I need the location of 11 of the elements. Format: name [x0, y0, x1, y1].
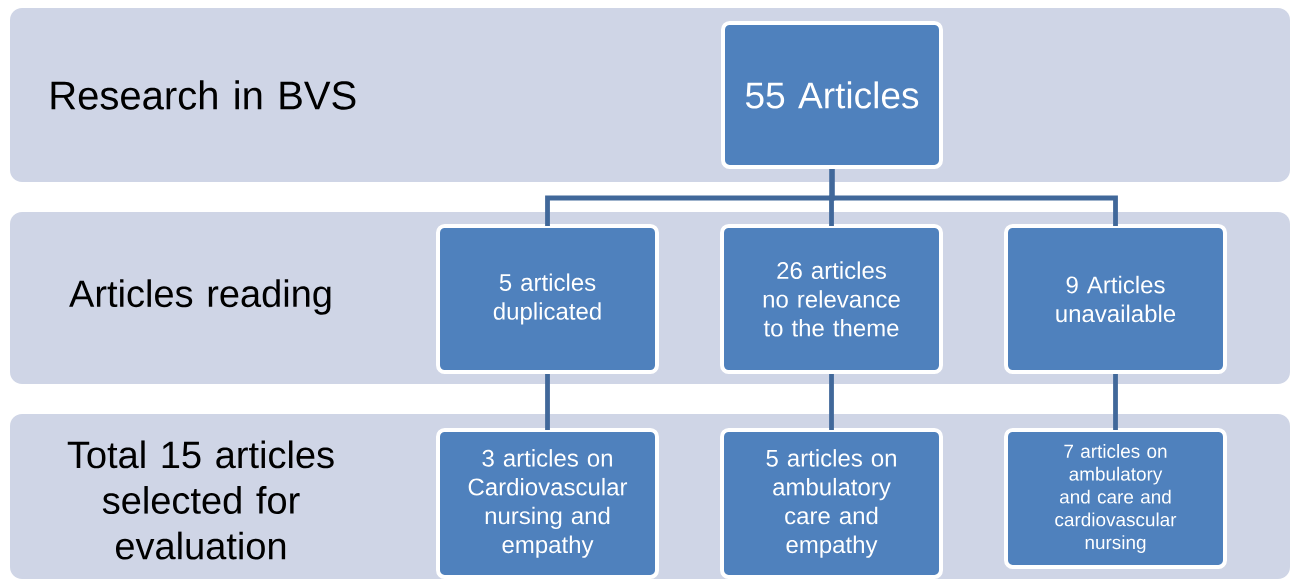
process-box: 5 articles duplicated	[436, 224, 659, 374]
connector	[545, 374, 550, 430]
connector	[829, 374, 834, 430]
connector	[829, 169, 1118, 226]
process-box: 3 articles on Cardiovascular nursing and empathy	[436, 428, 659, 579]
connector	[1113, 374, 1118, 430]
process-box: 5 articles on ambulatory care and empathy	[720, 428, 943, 579]
process-box: 26 articles no relevance to the theme	[720, 224, 943, 374]
process-box: 7 articles on ambulatory and care and cardiovascular nursing	[1004, 428, 1227, 569]
process-box: 9 Articles unavailable	[1004, 224, 1227, 374]
process-box: 55 Articles	[721, 21, 943, 169]
